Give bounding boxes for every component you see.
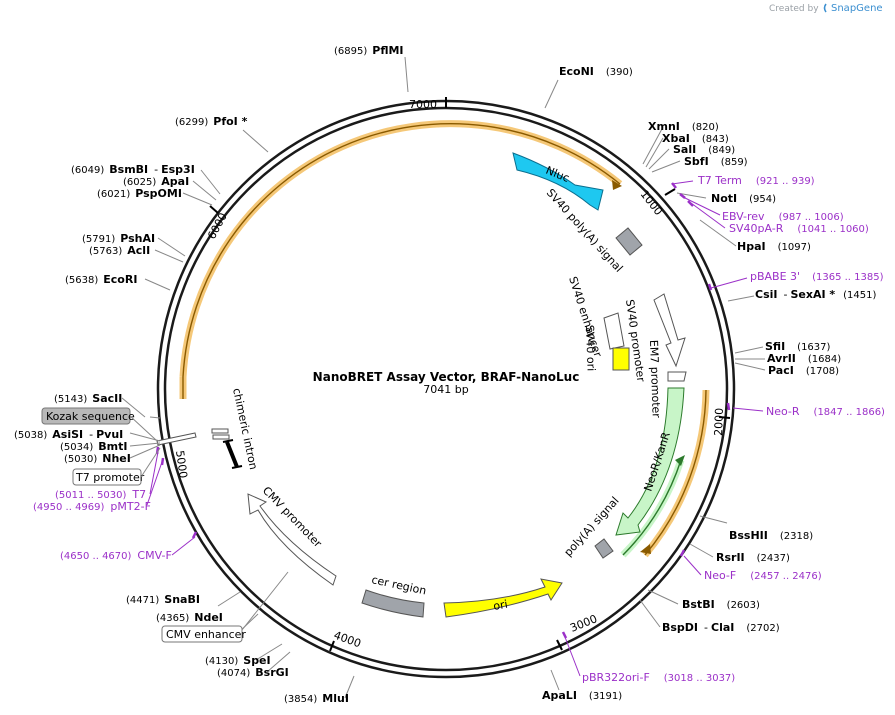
credit-prefix: Created by bbox=[769, 4, 819, 14]
site-paci[interactable]: PacI(1708) bbox=[768, 364, 839, 377]
site-ndei[interactable]: (4365)NdeI bbox=[156, 611, 223, 624]
site-hpai[interactable]: HpaI(1097) bbox=[737, 240, 811, 253]
credit-brand: SnapGene bbox=[831, 3, 883, 14]
neo-green-arc bbox=[622, 459, 682, 556]
em7-promoter-label: EM7 promoter bbox=[647, 340, 663, 419]
primer-cmv-f[interactable]: (4650 .. 4670)CMV-F bbox=[60, 549, 172, 562]
site-snabi[interactable]: (4471)SnaBI bbox=[126, 593, 200, 606]
sv40-ori-label: SV40 ori bbox=[583, 325, 598, 372]
sv40-enhancer-box[interactable] bbox=[603, 312, 625, 350]
cmv-promoter-feature[interactable] bbox=[247, 493, 337, 586]
site-econi[interactable]: EcoNI(390) bbox=[559, 65, 633, 78]
primer-marks bbox=[155, 182, 731, 639]
primer-leaders bbox=[146, 180, 764, 677]
tick-label-1000: 1000 bbox=[638, 188, 665, 218]
tick-label-7000: 7000 bbox=[409, 98, 437, 111]
tick-label-5000: 5000 bbox=[173, 450, 190, 480]
primer-sv40pa-r[interactable]: SV40pA-R(1041 .. 1060) bbox=[729, 222, 869, 235]
gene-highlight-arc bbox=[179, 120, 623, 378]
site-apai[interactable]: (6025)ApaI bbox=[123, 175, 189, 188]
site-asisi[interactable]: (5038)AsiSI-PvuI bbox=[14, 428, 123, 441]
primer-neo-r[interactable]: Neo-R(1847 .. 1866) bbox=[766, 405, 885, 418]
site-leaders bbox=[121, 56, 766, 699]
cmv-promoter-label: CMV promoter bbox=[260, 484, 325, 550]
site-acli[interactable]: (5763)AclI bbox=[89, 244, 150, 257]
site-mlui[interactable]: (3854)MluI bbox=[284, 692, 349, 705]
site-sfii[interactable]: SfiI(1637) bbox=[765, 340, 831, 353]
site-bstbi[interactable]: BstBI(2603) bbox=[682, 598, 760, 611]
site-pspomi[interactable]: (6021)PspOMI bbox=[97, 187, 182, 200]
sv40-promoter-arrow[interactable] bbox=[653, 293, 686, 368]
cmv-enhancer-label: CMV enhancer bbox=[166, 628, 246, 641]
primer-ebv-rev[interactable]: EBV-rev(987 .. 1006) bbox=[722, 210, 844, 223]
site-pshai[interactable]: (5791)PshAI bbox=[82, 232, 155, 245]
site-ecori[interactable]: (5638)EcoRI bbox=[65, 273, 137, 286]
site-bsmbi[interactable]: (6049)BsmBI-Esp3I bbox=[71, 163, 195, 176]
polya-label: poly(A) signal bbox=[562, 494, 622, 559]
site-bmti[interactable]: (5034)BmtI bbox=[60, 440, 127, 453]
primer-pbr322ori-f[interactable]: pBR322ori-F(3018 .. 3037) bbox=[582, 671, 735, 684]
site-xmni[interactable]: XmnI(820) bbox=[648, 120, 719, 133]
em7-promoter-box[interactable] bbox=[667, 371, 687, 382]
primer-pmt2-f[interactable]: (4950 .. 4969)pMT2-F bbox=[33, 500, 151, 513]
cmv-enhancer-label-box[interactable] bbox=[161, 625, 243, 643]
neo-green-arrowhead bbox=[675, 455, 685, 466]
neo-orange-arc bbox=[644, 389, 707, 556]
ori-feature[interactable] bbox=[443, 578, 563, 618]
nluc-feature[interactable] bbox=[512, 152, 604, 211]
kozak-label: Kozak sequence bbox=[46, 410, 135, 423]
sv40-polya-box[interactable] bbox=[615, 227, 643, 256]
site-sbfi[interactable]: SbfI(859) bbox=[684, 155, 748, 168]
t7-promoter-label: T7 promoter bbox=[75, 471, 145, 484]
neo-orange-arrowhead bbox=[640, 544, 651, 554]
site-avrii[interactable]: AvrII(1684) bbox=[767, 352, 841, 365]
site-nhei[interactable]: (5030)NheI bbox=[64, 452, 131, 465]
site-bsrgi[interactable]: (4074)BsrGI bbox=[217, 666, 289, 679]
site-spei[interactable]: (4130)SpeI bbox=[205, 654, 271, 667]
site-xbai[interactable]: XbaI(843) bbox=[662, 132, 729, 145]
tick-label-3000: 3000 bbox=[568, 612, 599, 635]
site-pflmi[interactable]: (6895)PflMI bbox=[334, 44, 404, 57]
site-bspdi[interactable]: BspDI-ClaI(2702) bbox=[662, 621, 780, 634]
sv40-ori-box[interactable] bbox=[612, 347, 630, 371]
site-noti[interactable]: NotI(954) bbox=[711, 192, 776, 205]
plasmid-name: NanoBRET Assay Vector, BRAF-NanoLuc bbox=[313, 370, 580, 384]
plasmid-length: 7041 bp bbox=[423, 383, 468, 396]
site-rsrii[interactable]: RsrII(2437) bbox=[716, 551, 790, 564]
gene-arrowhead bbox=[612, 180, 622, 190]
site-sali[interactable]: SalI(849) bbox=[673, 143, 735, 156]
site-apali[interactable]: ApaLI(3191) bbox=[542, 689, 622, 702]
site-csii[interactable]: CsiI-SexAI *(1451) bbox=[755, 288, 876, 301]
gene-arc bbox=[182, 123, 621, 378]
primer-t7[interactable]: (5011 .. 5030)T7 bbox=[55, 488, 146, 501]
primer-neo-f[interactable]: Neo-F(2457 .. 2476) bbox=[704, 569, 822, 582]
chimeric-intron-feature[interactable] bbox=[211, 428, 243, 469]
primer-pbabe3[interactable]: pBABE 3'(1365 .. 1385) bbox=[750, 270, 884, 283]
site-pfoi[interactable]: (6299)PfoI * bbox=[175, 115, 248, 128]
site-sacii[interactable]: (5143)SacII bbox=[54, 392, 122, 405]
snapgene-logo-icon bbox=[823, 3, 827, 13]
cer-region-feature[interactable] bbox=[361, 589, 425, 618]
site-bsshii[interactable]: BssHII(2318) bbox=[729, 529, 813, 542]
ori-label: ori bbox=[492, 598, 508, 613]
polya-box[interactable] bbox=[594, 538, 614, 559]
primer-t7-term[interactable]: T7 Term(921 .. 939) bbox=[697, 174, 815, 187]
neor-feature[interactable] bbox=[615, 387, 685, 536]
tick-label-2000: 2000 bbox=[712, 408, 726, 436]
